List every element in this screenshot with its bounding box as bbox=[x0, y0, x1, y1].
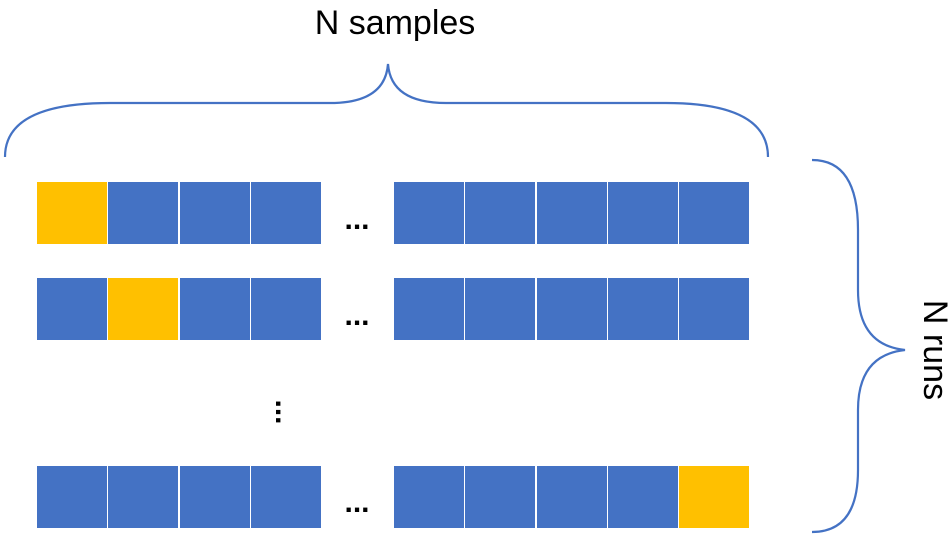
sample-cell bbox=[679, 182, 749, 244]
right-brace bbox=[811, 158, 906, 534]
sample-cell bbox=[37, 466, 107, 528]
highlight-cell bbox=[37, 182, 107, 244]
row-2 bbox=[37, 278, 749, 340]
sample-cell bbox=[394, 278, 464, 340]
sample-cell bbox=[394, 466, 464, 528]
row-2-ellipsis: ... bbox=[344, 299, 369, 332]
sample-cell bbox=[394, 182, 464, 244]
sample-cell bbox=[37, 278, 107, 340]
sample-cell bbox=[465, 466, 535, 528]
row-1 bbox=[37, 182, 749, 244]
sample-cell bbox=[465, 182, 535, 244]
sample-cell bbox=[608, 182, 678, 244]
sample-cell bbox=[108, 182, 178, 244]
row-3 bbox=[37, 466, 749, 528]
highlight-cell bbox=[679, 466, 749, 528]
sample-cell bbox=[537, 278, 607, 340]
sample-cell bbox=[679, 278, 749, 340]
highlight-cell bbox=[108, 278, 178, 340]
sample-cell bbox=[251, 278, 321, 340]
sample-cell bbox=[537, 182, 607, 244]
sample-cell bbox=[465, 278, 535, 340]
sample-cell bbox=[180, 278, 250, 340]
top-brace bbox=[3, 63, 770, 158]
rows-vertical-ellipsis: ... bbox=[269, 399, 302, 424]
sample-cell bbox=[180, 466, 250, 528]
top-label: N samples bbox=[315, 4, 476, 42]
sample-cell bbox=[108, 466, 178, 528]
row-1-ellipsis: ... bbox=[344, 203, 369, 236]
sample-cell bbox=[251, 466, 321, 528]
sample-cell bbox=[608, 278, 678, 340]
sample-cell bbox=[180, 182, 250, 244]
row-3-ellipsis: ... bbox=[344, 486, 369, 519]
right-label: N runs bbox=[916, 300, 950, 400]
sample-cell bbox=[251, 182, 321, 244]
sample-cell bbox=[608, 466, 678, 528]
sample-cell bbox=[537, 466, 607, 528]
